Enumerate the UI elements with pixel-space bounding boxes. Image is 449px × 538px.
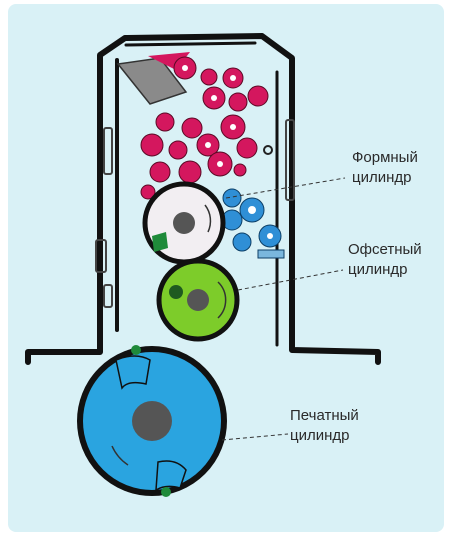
ink-roller: [156, 113, 174, 131]
ink-roller: [201, 69, 217, 85]
plate-cylinder-hub: [173, 212, 195, 234]
roller-hub: [248, 206, 256, 214]
dampening-roller: [223, 189, 241, 207]
ink-roller: [179, 161, 201, 183]
dampening-tray: [258, 250, 284, 258]
label-plate-cylinder-line1: Формный: [352, 148, 418, 168]
ink-roller: [150, 162, 170, 182]
blanket-clamp: [169, 285, 183, 299]
blanket-cylinder: [159, 261, 237, 339]
frame-top-rail: [126, 43, 255, 45]
roller-hub: [217, 161, 223, 167]
ink-roller: [237, 138, 257, 158]
label-impression-cylinder-line1: Печатный: [290, 406, 359, 426]
ink-roller: [141, 134, 163, 156]
roller-hub: [230, 124, 236, 130]
label-plate-cylinder-line2: цилиндр: [352, 168, 418, 188]
dampening-roller: [233, 233, 251, 251]
ink-roller: [229, 93, 247, 111]
ink-roller: [234, 164, 246, 176]
gripper: [131, 345, 141, 355]
impression-cylinder: [80, 345, 224, 497]
roller-hub: [267, 233, 273, 239]
roller-hub: [205, 142, 211, 148]
label-blanket-cylinder-line1: Офсетный: [348, 240, 422, 260]
gripper-gap-bottom: [156, 461, 186, 490]
label-impression-cylinder: Печатный цилиндр: [290, 406, 359, 446]
roller-hub: [230, 75, 236, 81]
ink-roller: [248, 86, 268, 106]
roller-hub: [182, 65, 188, 71]
label-plate-cylinder: Формный цилиндр: [352, 148, 418, 188]
ink-roller: [169, 141, 187, 159]
plate-cylinder: [145, 184, 223, 262]
ink-roller: [182, 118, 202, 138]
label-impression-cylinder-line2: цилиндр: [290, 426, 359, 446]
blanket-cylinder-hub: [187, 289, 209, 311]
impression-cylinder-hub: [132, 401, 172, 441]
gripper-gap-top: [116, 356, 150, 388]
label-blanket-cylinder: Офсетный цилиндр: [348, 240, 422, 280]
roller-hub: [211, 95, 217, 101]
gripper: [161, 487, 171, 497]
label-blanket-cylinder-line2: цилиндр: [348, 260, 422, 280]
